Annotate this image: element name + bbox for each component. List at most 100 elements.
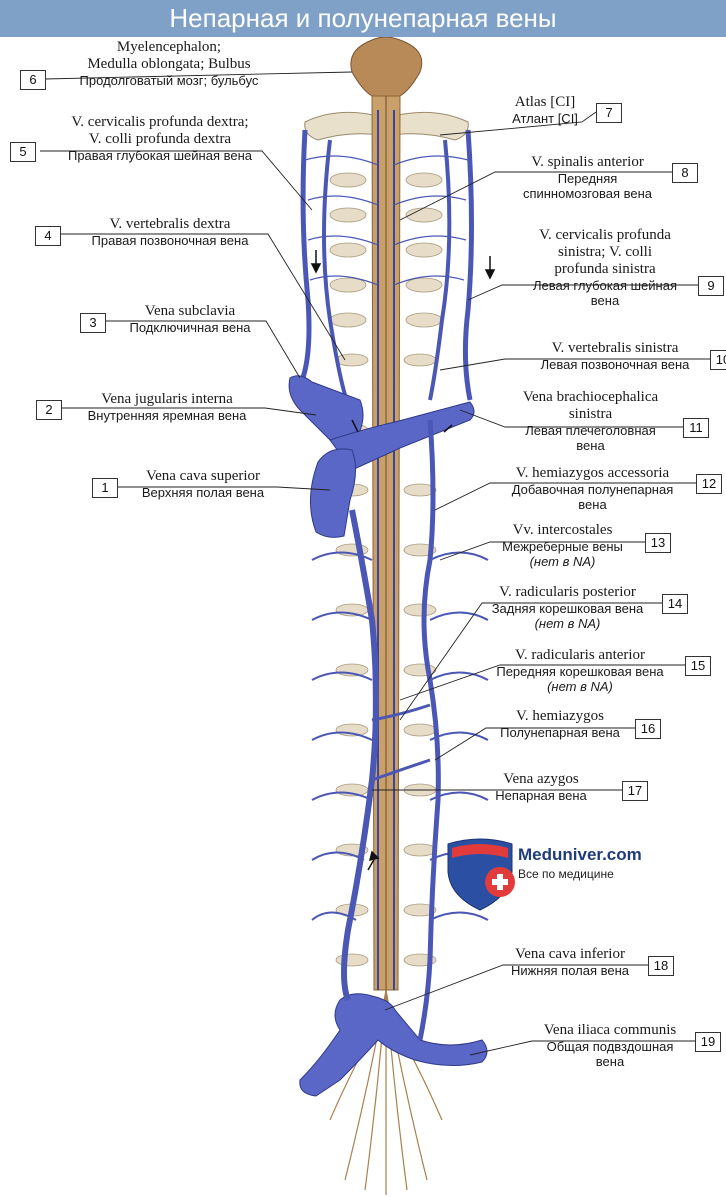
logo-name: Meduniver.com	[518, 845, 642, 864]
label-19-russian-2: вена	[595, 1054, 625, 1069]
label-intercostales: Vv. intercostales Межреберные вены (нет …	[480, 522, 645, 569]
label-brachiocephalica-sinistra: Vena brachiocephalica sinistra Левая пле…	[498, 389, 683, 453]
label-cava-superior: Vena cava superior Верхняя полая вена	[118, 468, 288, 500]
label-3-latin: Vena subclavia	[144, 303, 236, 319]
label-17-latin: Vena azygos	[503, 771, 579, 787]
label-jugularis-interna: Vena jugularis interna Внутренняя яремна…	[62, 391, 272, 423]
label-12-russian-2: вена	[578, 497, 607, 512]
label-15-russian: Передняя корешковая вена	[496, 664, 664, 679]
label-17-russian: Непарная вена	[495, 788, 587, 803]
label-hemiazygos-accessoria: V. hemiazygos accessoria Добавочная полу…	[490, 465, 695, 512]
label-spinalis-anterior: V. spinalis anterior Передняя спинномозг…	[505, 154, 670, 201]
number-box-15: 15	[685, 656, 711, 676]
label-2-russian: Внутренняя яремная вена	[87, 408, 247, 423]
label-11-latin-1: Vena brachiocephalica	[522, 389, 659, 405]
label-vertebralis-dextra: V. vertebralis dextra Правая позвоночная…	[60, 216, 280, 248]
flow-arrows	[310, 250, 496, 871]
label-6-latin-1: Myelencephalon;	[116, 39, 222, 55]
medulla-oblongata	[350, 37, 423, 97]
label-14-russian: Задняя корешковая вена	[491, 601, 644, 616]
great-veins	[288, 375, 488, 1097]
label-8-russian-1: Передняя	[557, 171, 618, 186]
number-box-11: 11	[683, 418, 709, 438]
label-19-russian-1: Общая подвздошная	[546, 1039, 674, 1054]
number-box-16: 16	[635, 719, 661, 739]
label-cervical-profunda-dextra: V. cervicalis profunda dextra; V. colli …	[40, 114, 280, 163]
label-iliaca-communis: Vena iliaca communis Общая подвздошная в…	[525, 1022, 695, 1069]
label-6-russian: Продолговатый мозг; бульбус	[79, 73, 259, 88]
label-15-latin: V. radicularis anterior	[514, 647, 646, 663]
number-box-13: 13	[645, 533, 671, 553]
label-11-latin-2: sinistra	[568, 406, 613, 422]
label-hemiazygos: V. hemiazygos Полунепарная вена	[485, 708, 635, 740]
label-1-russian: Верхняя полая вена	[141, 485, 265, 500]
label-4-latin: V. vertebralis dextra	[109, 216, 231, 232]
label-5-latin-2: V. colli profunda dextra	[88, 131, 232, 147]
label-7-russian: Атлант [CI]	[512, 111, 578, 126]
label-16-russian: Полунепарная вена	[500, 725, 620, 740]
label-10-latin: V. vertebralis sinistra	[551, 340, 679, 356]
label-subclavia: Vena subclavia Подключичная вена	[105, 303, 275, 335]
azygos-system	[341, 419, 441, 1041]
label-18-latin: Vena cava inferior	[515, 946, 625, 962]
label-18-russian: Нижняя полая вена	[510, 963, 630, 978]
label-9-latin-3: profunda sinistra	[554, 261, 656, 277]
label-cava-inferior: Vena cava inferior Нижняя полая вена	[495, 946, 645, 978]
label-7-latin: Atlas [CI]	[514, 94, 576, 110]
meduniver-logo	[447, 838, 515, 911]
label-8-russian-2: спинномозговая вена	[522, 186, 653, 201]
label-2-latin: Vena jugularis interna	[101, 391, 233, 407]
label-vertebralis-sinistra: V. vertebralis sinistra Левая позвоночна…	[520, 340, 710, 372]
number-box-2: 2	[36, 400, 62, 420]
label-13-russian: Межреберные вены	[502, 539, 623, 554]
number-box-3: 3	[80, 313, 106, 333]
label-cervical-profunda-sinistra: V. cervicalis profunda sinistra; V. coll…	[510, 227, 700, 308]
number-box-6: 6	[20, 70, 46, 90]
number-box-10: 10	[710, 350, 726, 370]
label-14-note: (нет в NA)	[534, 616, 601, 631]
title-bar	[0, 0, 726, 37]
number-box-18: 18	[648, 956, 674, 976]
label-11-russian-2: вена	[576, 438, 605, 453]
label-4-russian: Правая позвоночная вена	[91, 233, 249, 248]
logo-text: Meduniver.com Все по медицине	[518, 845, 642, 881]
label-13-latin: Vv. intercostales	[512, 522, 613, 538]
label-9-latin-1: V. cervicalis profunda	[539, 227, 671, 243]
label-5-russian: Правая глубокая шейная вена	[67, 148, 253, 163]
label-azygos: Vena azygos Непарная вена	[495, 771, 587, 803]
number-box-17: 17	[622, 781, 648, 801]
label-9-russian-2: вена	[590, 293, 620, 308]
leader-lines	[40, 71, 712, 1056]
number-box-4: 4	[35, 226, 61, 246]
number-box-7: 7	[596, 103, 622, 123]
label-5-latin-1: V. cervicalis profunda dextra;	[71, 114, 249, 130]
label-16-latin: V. hemiazygos	[515, 708, 605, 724]
page-title: Непарная и полунепарная вены	[169, 3, 557, 33]
label-6-latin-2: Medulla oblongata; Bulbus	[87, 56, 251, 72]
label-atlas: Atlas [CI] Атлант [CI]	[495, 94, 595, 126]
number-box-9: 9	[698, 276, 724, 296]
label-13-note: (нет в NA)	[529, 554, 596, 569]
label-15-note: (нет в NA)	[547, 679, 613, 694]
logo-tagline: Все по медицине	[518, 867, 614, 881]
number-box-8: 8	[672, 163, 698, 183]
label-3-russian: Подключичная вена	[129, 320, 251, 335]
number-box-5: 5	[10, 142, 36, 162]
label-9-latin-2: sinistra; V. colli	[557, 244, 653, 260]
cervical-veins	[297, 110, 474, 990]
number-box-19: 19	[695, 1032, 721, 1052]
label-8-latin: V. spinalis anterior	[531, 154, 644, 170]
label-medulla: Myelencephalon; Medulla oblongata; Bulbu…	[44, 39, 294, 88]
number-box-14: 14	[662, 594, 688, 614]
label-12-russian-1: Добавочная полунепарная	[511, 482, 674, 497]
label-19-latin: Vena iliaca communis	[543, 1022, 677, 1038]
label-radicularis-posterior: V. radicularis posterior Задняя корешков…	[475, 584, 660, 631]
number-box-1: 1	[92, 478, 118, 498]
label-14-latin: V. radicularis posterior	[499, 584, 636, 600]
label-9-russian-1: Левая глубокая шейная	[533, 278, 677, 293]
label-1-latin: Vena cava superior	[145, 468, 261, 484]
number-box-12: 12	[696, 474, 722, 494]
label-11-russian-1: Левая плечеголовная	[525, 423, 656, 438]
label-10-russian: Левая позвоночная вена	[540, 357, 690, 372]
label-12-latin: V. hemiazygos accessoria	[515, 465, 670, 481]
